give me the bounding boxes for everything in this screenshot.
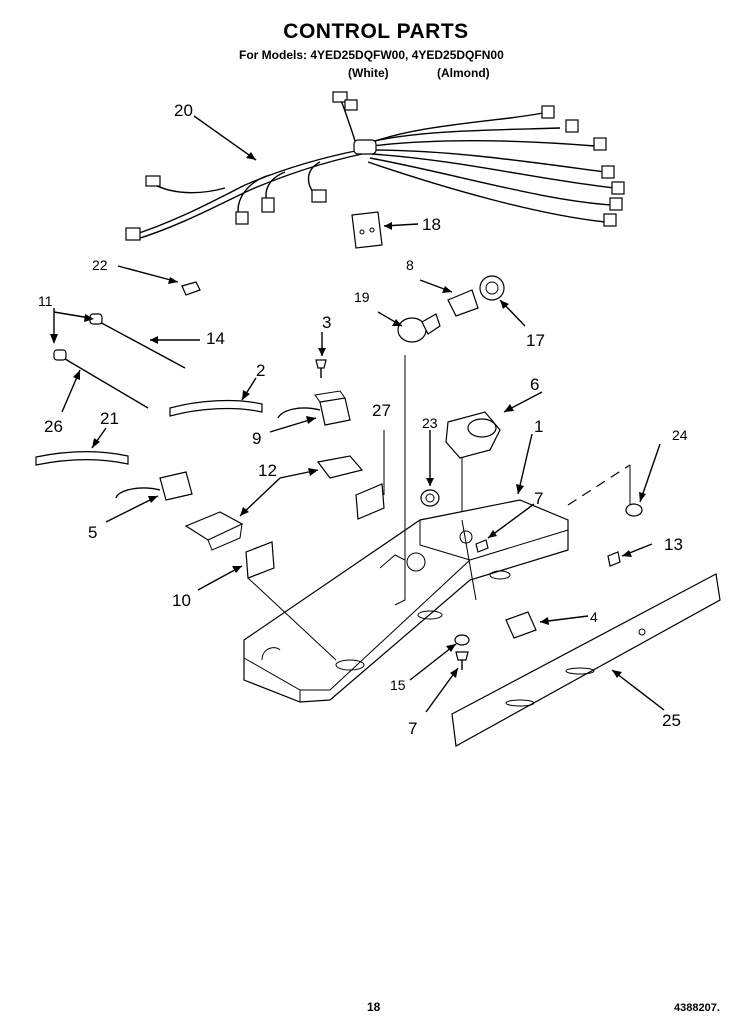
clip-part xyxy=(181,281,201,296)
color-white-label: (White) xyxy=(348,66,389,80)
callout-2: 2 xyxy=(256,361,265,380)
callout-20: 20 xyxy=(174,101,193,120)
light-socket-part xyxy=(397,275,505,343)
callout-5: 5 xyxy=(88,523,97,542)
callout-22: 22 xyxy=(92,257,108,273)
washer-screw-part xyxy=(454,634,470,670)
callout-17: 17 xyxy=(526,331,545,350)
switch-part xyxy=(277,390,351,426)
panel-part xyxy=(245,541,275,579)
rods-part xyxy=(53,313,186,409)
color-almond-label: (Almond) xyxy=(437,66,490,80)
callout-27: 27 xyxy=(372,401,391,420)
callout-25: 25 xyxy=(662,711,681,730)
callout-19: 19 xyxy=(354,289,370,305)
callout-23: 23 xyxy=(422,415,438,431)
diagram-title: CONTROL PARTS xyxy=(283,20,469,43)
callout-9: 9 xyxy=(252,429,261,448)
callout-1: 1 xyxy=(534,417,543,436)
callout-24: 24 xyxy=(672,427,688,443)
callout-14: 14 xyxy=(206,329,225,348)
callout-3: 3 xyxy=(322,313,331,332)
callout-13: 13 xyxy=(664,535,683,554)
label-part xyxy=(355,483,385,520)
long-panel-part xyxy=(451,573,721,747)
callout-11: 11 xyxy=(38,293,53,309)
fastener-part xyxy=(625,465,643,517)
callout-18: 18 xyxy=(422,215,441,234)
tube-part xyxy=(169,399,263,417)
callout-15: 15 xyxy=(390,677,406,693)
models-line: For Models: 4YED25DQFW00, 4YED25DQFN00 xyxy=(239,48,504,62)
thermostat-control-part xyxy=(445,411,501,520)
document-number: 4388207. xyxy=(674,1002,720,1014)
callout-21: 21 xyxy=(100,409,119,428)
callout-12: 12 xyxy=(258,461,277,480)
switch-part-2 xyxy=(115,471,193,501)
callout-7a: 7 xyxy=(534,489,543,508)
bracket-part xyxy=(184,455,364,551)
page-number: 18 xyxy=(367,1000,381,1014)
small-bracket-part xyxy=(505,611,537,639)
screw-part xyxy=(315,359,327,378)
tube-part-2 xyxy=(35,451,129,466)
callout-26: 26 xyxy=(44,417,63,436)
callout-6: 6 xyxy=(530,375,539,394)
screw-part-2 xyxy=(475,539,489,553)
callout-7b: 7 xyxy=(408,719,417,738)
leader-lines xyxy=(50,115,665,713)
callout-8: 8 xyxy=(406,257,414,273)
cover-plate-part xyxy=(351,211,383,249)
screw-part-3 xyxy=(607,551,621,567)
wiring-harness-part xyxy=(125,91,625,241)
callout-4: 4 xyxy=(590,609,598,625)
knob-part xyxy=(420,489,440,507)
callout-10: 10 xyxy=(172,591,191,610)
control-housing-part xyxy=(243,355,569,703)
dashed-guide xyxy=(567,464,631,506)
